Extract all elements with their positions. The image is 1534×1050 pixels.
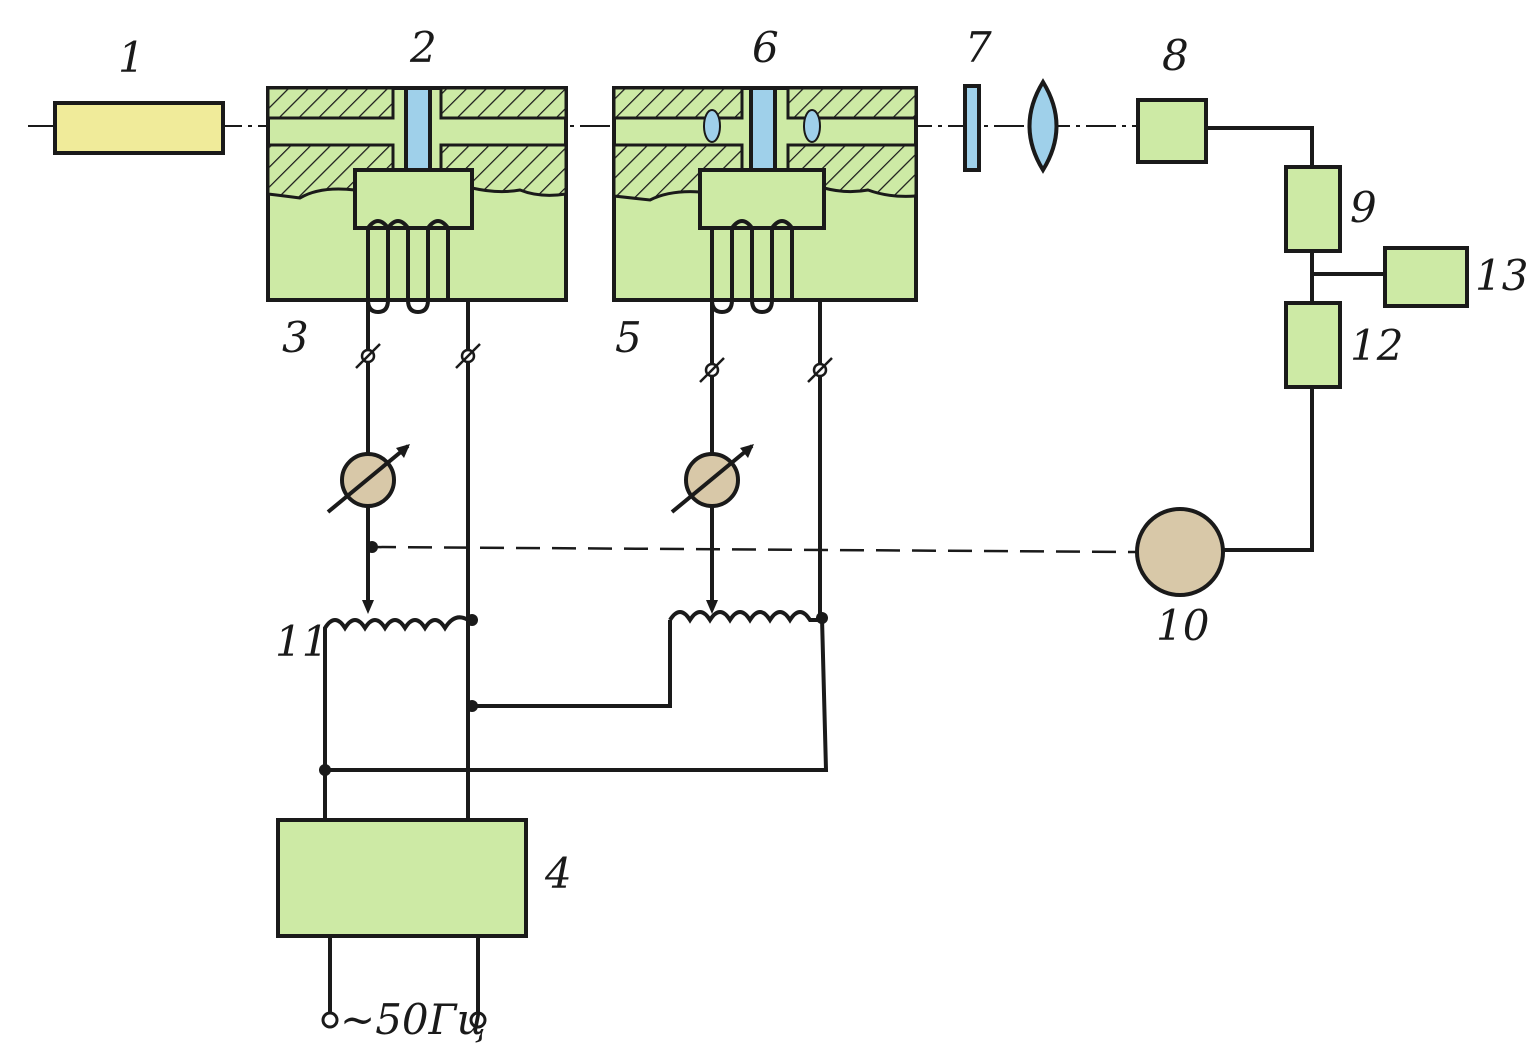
filter-7 bbox=[963, 84, 981, 172]
block-9 bbox=[1284, 165, 1342, 253]
label-11: 11 bbox=[275, 617, 328, 666]
label-3: 3 bbox=[282, 313, 309, 362]
label-9: 9 bbox=[1350, 183, 1377, 232]
label-10: 10 bbox=[1156, 601, 1209, 650]
oven-3 bbox=[266, 86, 568, 315]
crystal-6 bbox=[749, 86, 777, 172]
lens bbox=[1027, 78, 1059, 174]
autotransformer-11 bbox=[323, 615, 470, 680]
label-12: 12 bbox=[1350, 321, 1403, 370]
power-supply-4 bbox=[276, 818, 528, 938]
recorder-10 bbox=[1135, 507, 1225, 597]
control-link bbox=[371, 545, 1137, 554]
label-13: 13 bbox=[1475, 251, 1528, 300]
label-4: 4 bbox=[544, 849, 572, 898]
crystal-2 bbox=[404, 86, 432, 172]
label-7: 7 bbox=[965, 23, 992, 72]
autotransformer-5 bbox=[668, 610, 822, 624]
label-2: 2 bbox=[409, 23, 437, 72]
block-12 bbox=[1284, 301, 1342, 389]
label-1: 1 bbox=[118, 33, 145, 82]
oven-5 bbox=[612, 86, 918, 315]
laser-source bbox=[53, 101, 225, 155]
supply-label: ~50Гц bbox=[340, 995, 486, 1044]
block-8 bbox=[1136, 98, 1208, 164]
label-5: 5 bbox=[615, 313, 642, 362]
block-13 bbox=[1383, 246, 1469, 308]
label-8: 8 bbox=[1162, 31, 1189, 80]
label-6: 6 bbox=[752, 23, 779, 72]
